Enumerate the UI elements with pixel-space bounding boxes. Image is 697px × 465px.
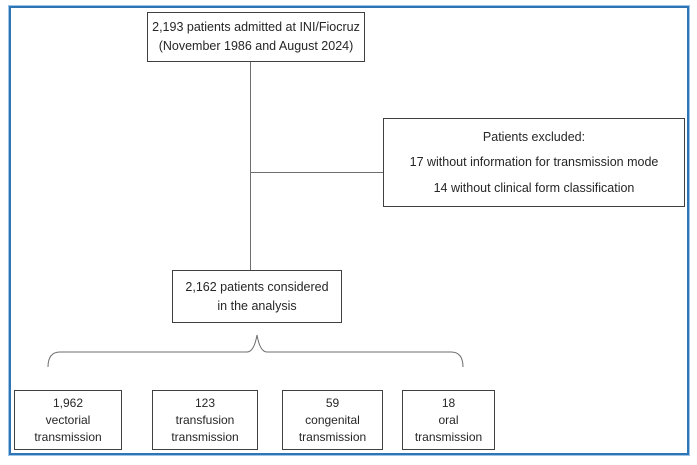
analysis-line2: in the analysis <box>217 298 297 313</box>
transfusion-count: 123 <box>194 395 216 410</box>
vectorial-count: 1,962 <box>52 395 84 410</box>
transfusion-suffix: transmission <box>171 429 239 444</box>
excluded-item-clinical-form: 14 without clinical form classification <box>433 180 635 195</box>
oral-suffix: transmission <box>414 429 483 444</box>
analysis-line1: 2,162 patients considered <box>185 279 329 294</box>
outcome-box-congenital: 59 congenital transmission <box>282 390 383 450</box>
congenital-count: 59 <box>325 395 340 410</box>
oral-mode: oral <box>438 412 459 427</box>
excluded-item-transmission-mode: 17 without information for transmission … <box>409 155 659 169</box>
analysis-patients-box: 2,162 patients considered in the analysi… <box>172 270 342 323</box>
brace-connector <box>47 334 464 368</box>
connector-to-excluded <box>250 172 383 173</box>
excluded-title: Patients excluded: <box>482 129 586 144</box>
outcome-box-vectorial: 1,962 vectorial transmission <box>14 390 122 450</box>
vectorial-suffix: transmission <box>34 429 102 444</box>
transfusion-mode: transfusion <box>175 412 235 427</box>
connector-top-to-analysis <box>250 62 251 270</box>
congenital-suffix: transmission <box>298 429 367 444</box>
picture-frame-border <box>8 5 690 456</box>
outcome-box-oral: 18 oral transmission <box>402 390 495 450</box>
admitted-patients-box: 2,193 patients admitted at INI/Fiocruz (… <box>147 12 365 62</box>
admitted-patients-line1: 2,193 patients admitted at INI/Fiocruz <box>152 20 360 34</box>
excluded-patients-box: Patients excluded: 17 without informatio… <box>383 118 685 207</box>
oral-count: 18 <box>441 395 456 410</box>
admitted-patients-line2: (November 1986 and August 2024) <box>158 39 354 53</box>
congenital-mode: congenital <box>305 412 360 427</box>
outcome-box-transfusion: 123 transfusion transmission <box>152 390 258 450</box>
vectorial-mode: vectorial <box>45 412 91 427</box>
